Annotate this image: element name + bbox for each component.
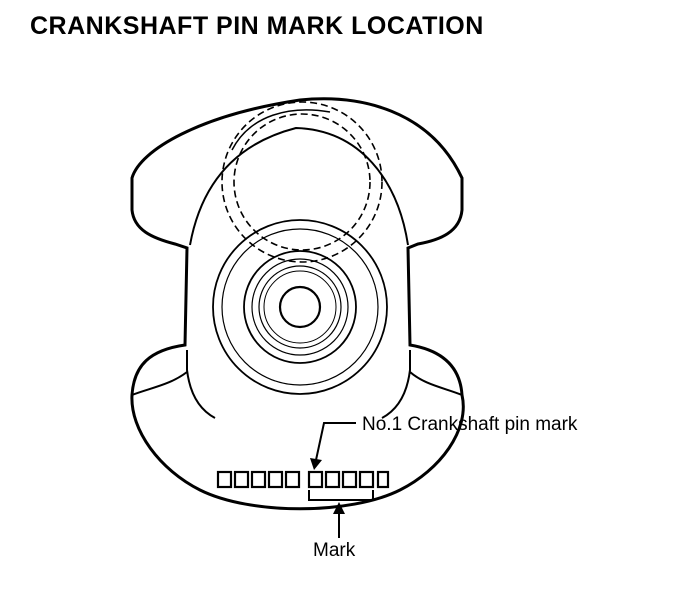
web-lower-right [381,350,411,419]
mark-boxes [216,470,390,489]
mark-box [358,470,375,489]
pin-mark-arrow [310,422,356,470]
mark-box [216,470,233,489]
counterweight-outline [130,97,465,511]
crank-pin-arc [231,109,331,151]
mark-box-pin-1 [307,470,324,489]
mark-arrow [333,502,345,538]
diagram-title: CRANKSHAFT PIN MARK LOCATION [30,12,484,40]
mark-box [341,470,358,489]
mark-box [324,470,341,489]
mark-box [376,470,390,489]
web-inner-contour [189,126,409,246]
web-lower-left [186,350,216,419]
mark-bracket [308,490,374,501]
mark-box [233,470,250,489]
web-side-right [409,371,463,396]
main-journal [212,219,388,395]
mark-box [267,470,284,489]
mark-box [284,470,301,489]
web-side-left [131,371,188,396]
mark-box [250,470,267,489]
hidden-crank-pin [221,101,383,263]
mark-label: Mark [313,540,356,561]
pin-mark-label: No.1 Crankshaft pin mark [362,414,578,435]
